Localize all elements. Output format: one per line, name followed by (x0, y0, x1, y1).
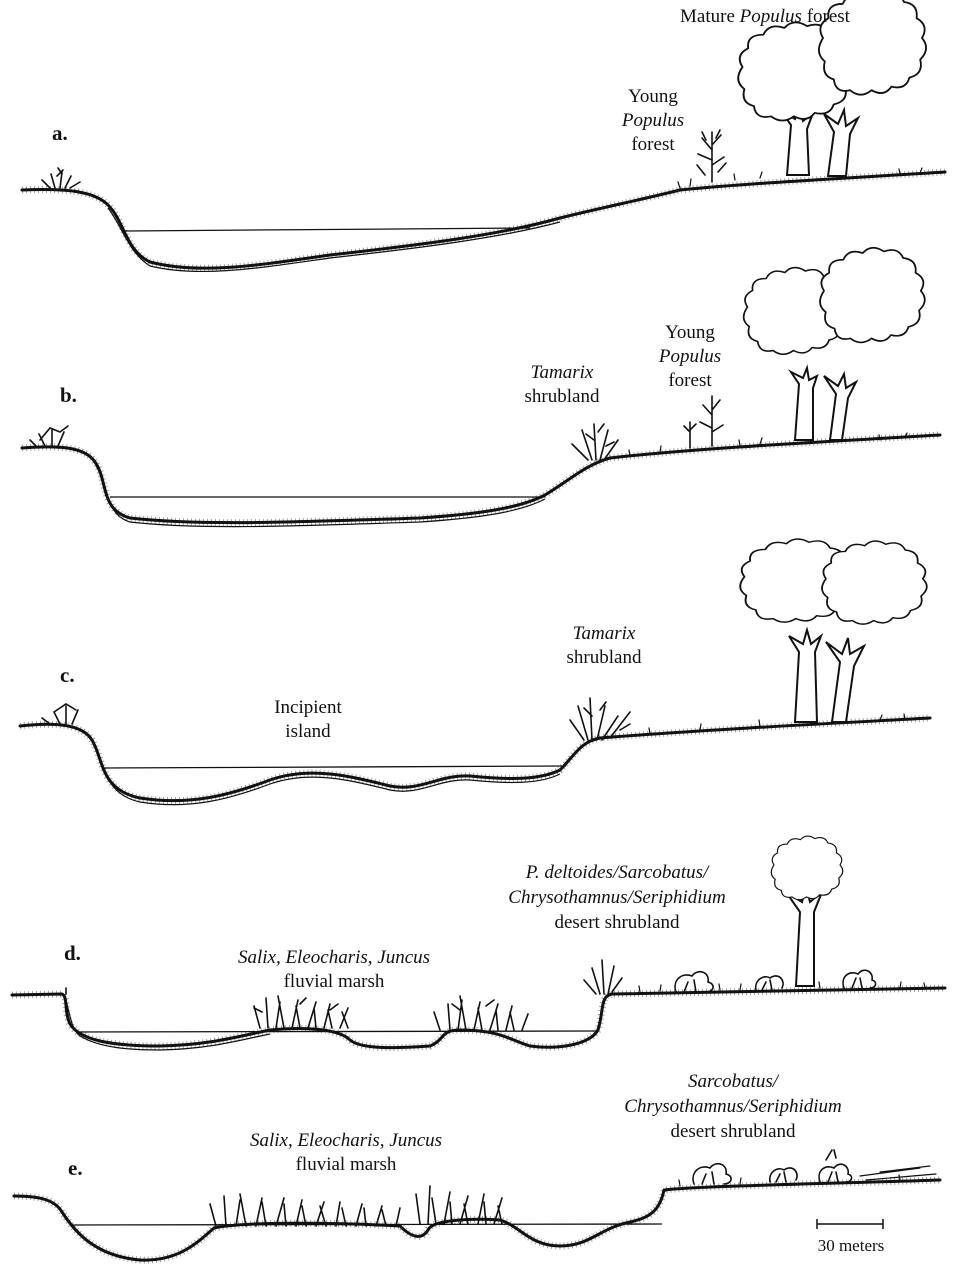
desert-shrub-icon (693, 1150, 852, 1184)
marsh-vegetation-icon (210, 1194, 400, 1226)
italic-text: Populus (621, 110, 684, 131)
annotation-line: Salix, Eleocharis, Juncus (238, 947, 430, 968)
annotation-line: Populus (621, 110, 684, 131)
water-surface (122, 228, 530, 231)
text-run: shrubland (567, 647, 642, 668)
text-run: desert shrubland (554, 912, 680, 933)
annotation-line: Chrysothamnus/Seriphidium (624, 1096, 841, 1117)
scale-bar-label: 30 meters (818, 1236, 885, 1255)
young-populus-tree-icon (684, 396, 723, 448)
shrub-icon (584, 960, 622, 994)
annotation-line: shrubland (567, 647, 642, 668)
panel-b-label: b. (60, 383, 77, 407)
label-young-populus-forest: Young Populus forest (621, 86, 684, 155)
scale-bar: 30 meters (817, 1219, 884, 1255)
text-run: fluvial marsh (284, 971, 385, 992)
text-run: Mature (680, 6, 740, 27)
italic-text: P. deltoides/Sarcobatus/ (525, 862, 710, 883)
text-run: Incipient (274, 697, 342, 718)
tamarix-shrub-icon (570, 698, 630, 740)
label-tamarix-shrubland: Tamarix shrubland (567, 623, 642, 668)
panel-e-label: e. (68, 1156, 83, 1180)
label-desert-shrubland: Sarcobatus/ Chrysothamnus/Seriphidium de… (624, 1071, 841, 1142)
annotation-line: Young (628, 86, 678, 107)
label-tamarix-shrubland: Tamarix shrubland (525, 362, 600, 407)
label-mature-populus-forest: Mature Populus forest (680, 6, 851, 27)
italic-text: Salix, Eleocharis, Juncus (250, 1130, 442, 1151)
annotation-line: Tamarix (573, 623, 636, 644)
annotation-line: Young (665, 322, 715, 343)
annotation-line: desert shrubland (554, 912, 680, 933)
young-populus-tree-icon (820, 248, 925, 440)
annotation-line: Populus (658, 346, 721, 367)
italic-text: Chrysothamnus/Seriphidium (624, 1096, 841, 1117)
marsh-vegetation-icon (434, 996, 528, 1030)
text-run: forest (631, 134, 675, 155)
annotation-line: P. deltoides/Sarcobatus/ (525, 862, 710, 883)
annotation-line: Mature Populus forest (680, 6, 851, 27)
italic-text: Sarcobatus/ (688, 1071, 780, 1092)
panel-e: e. Sarcobatus/ Chrysothamnus/Seriphidium… (14, 1071, 940, 1260)
panel-a-label: a. (52, 121, 68, 145)
italic-text: Tamarix (531, 362, 594, 383)
riverbed-profile (14, 1180, 940, 1260)
shrub-icon (42, 704, 78, 724)
riverbed-profile (22, 172, 945, 268)
annotation-line: island (285, 721, 331, 742)
riverbed-profile (20, 718, 930, 801)
water-surface (76, 1031, 598, 1032)
label-fluvial-marsh: Salix, Eleocharis, Juncus fluvial marsh (250, 1130, 442, 1175)
label-incipient-island: Incipient island (274, 697, 342, 742)
annotation-line: forest (631, 134, 675, 155)
text-run: fluvial marsh (296, 1154, 397, 1175)
italic-text: Populus (658, 346, 721, 367)
panel-b: b. Tamarix shrubland Young Populus fores… (22, 248, 940, 527)
panel-c: c. Tamarix shrubland Incipient island (20, 539, 930, 805)
italic-text: Chrysothamnus/Seriphidium (508, 887, 725, 908)
annotation-line: Salix, Eleocharis, Juncus (250, 1130, 442, 1151)
panel-c-label: c. (60, 663, 75, 687)
populus-tree-icon (822, 541, 927, 722)
cottonwood-tree-icon (771, 836, 842, 986)
annotation-line: Incipient (274, 697, 342, 718)
annotation-line: forest (668, 370, 712, 391)
text-run: forest (668, 370, 712, 391)
annotation-line: fluvial marsh (296, 1154, 397, 1175)
annotation-line: Tamarix (531, 362, 594, 383)
annotation-line: Sarcobatus/ (688, 1071, 780, 1092)
text-run: forest (802, 6, 851, 27)
tamarix-shrub-icon (572, 424, 618, 460)
text-run: Young (665, 322, 715, 343)
panel-d-label: d. (64, 941, 81, 965)
italic-text: Tamarix (573, 623, 636, 644)
italic-text: Salix, Eleocharis, Juncus (238, 947, 430, 968)
text-run: Young (628, 86, 678, 107)
text-run: island (285, 721, 331, 742)
panel-d: d. P. deltoides/Sarcobatus/ Chrysothamnu… (12, 836, 945, 1050)
text-run: shrubland (525, 386, 600, 407)
label-young-populus-forest: Young Populus forest (658, 322, 721, 391)
annotation-line: fluvial marsh (284, 971, 385, 992)
annotation-line: Chrysothamnus/Seriphidium (508, 887, 725, 908)
riverbed-profile (12, 988, 945, 1048)
riverbed-profile (22, 435, 940, 523)
young-populus-tree-icon (697, 130, 726, 182)
text-run: desert shrubland (670, 1121, 796, 1142)
shrub-icon (42, 168, 80, 188)
label-fluvial-marsh: Salix, Eleocharis, Juncus fluvial marsh (238, 947, 430, 992)
marsh-vegetation-icon (254, 996, 348, 1028)
annotation-line: desert shrubland (670, 1121, 796, 1142)
shrub-icon (30, 426, 68, 446)
water-surface (104, 766, 566, 768)
panel-a: a. Mature Populus forest Young Populus f… (22, 0, 945, 271)
annotation-line: shrubland (525, 386, 600, 407)
label-desert-shrubland: P. deltoides/Sarcobatus/ Chrysothamnus/S… (508, 862, 725, 933)
italic-text: Populus (739, 6, 802, 27)
